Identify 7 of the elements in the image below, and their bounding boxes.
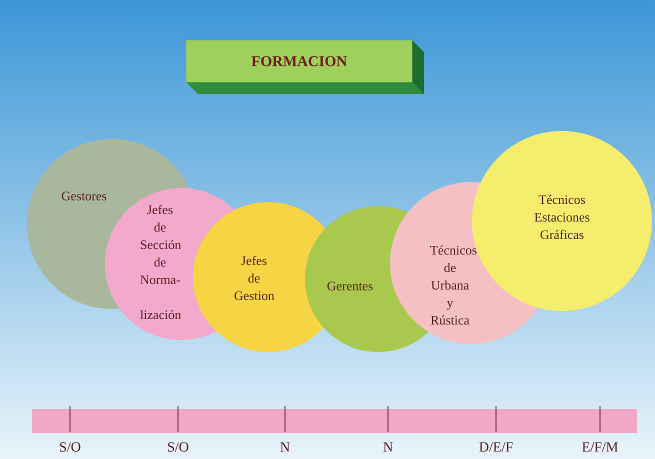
timeline-label: N xyxy=(383,442,393,452)
timeline-label: S/O xyxy=(168,442,188,452)
timeline-label: E/F/M xyxy=(582,442,618,452)
title-block: FORMACION xyxy=(186,40,424,94)
timeline-label: N xyxy=(280,442,290,452)
timeline-label: S/O xyxy=(60,442,80,452)
timeline-label: D/E/F xyxy=(479,442,513,452)
